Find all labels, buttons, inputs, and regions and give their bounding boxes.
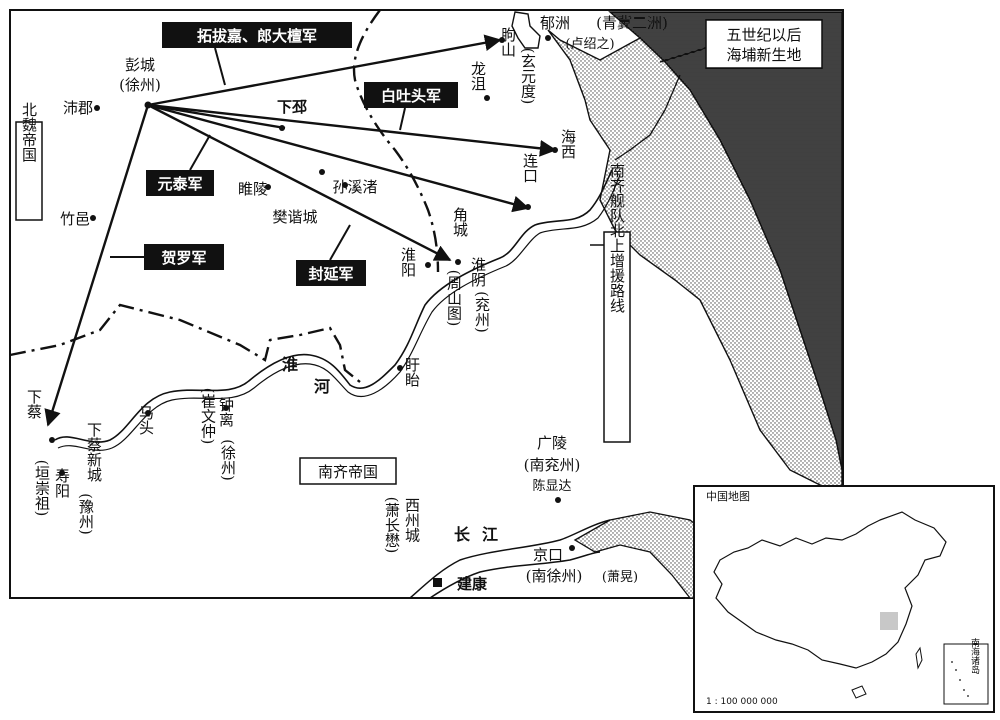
svg-text:寿阳: 寿阳 xyxy=(53,468,71,498)
army-tuoba: 拓拔嘉、郎大檀军 xyxy=(197,27,317,45)
route-to-xiacai xyxy=(44,104,150,427)
route-to-haixi xyxy=(147,103,557,157)
svg-text:河: 河 xyxy=(314,377,330,396)
svg-text:下蔡: 下蔡 xyxy=(25,389,43,419)
beiwei-box xyxy=(15,121,43,221)
svg-text:钟离: 钟离 xyxy=(217,397,235,427)
svg-text:(崔文仲): (崔文仲) xyxy=(199,388,217,445)
hainan-island xyxy=(851,685,867,699)
svg-text:竹邑: 竹邑 xyxy=(60,210,90,228)
navy-route-label: 南齐舰队北上增援路线 xyxy=(608,163,626,313)
svg-text:(南兖州): (南兖州) xyxy=(524,456,581,474)
svg-text:下邳: 下邳 xyxy=(277,98,307,116)
nanqi-label: 南齐帝国 xyxy=(318,463,378,481)
svg-text:连口: 连口 xyxy=(521,153,539,183)
svg-text:(卢绍之): (卢绍之) xyxy=(565,36,614,52)
svg-text:(南徐州): (南徐州) xyxy=(526,567,583,585)
svg-text:(垣崇祖): (垣崇祖) xyxy=(33,460,51,517)
svg-text:下蔡新城: 下蔡新城 xyxy=(85,422,103,483)
svg-text:朐山: 朐山 xyxy=(499,27,517,57)
border-line-north xyxy=(352,9,440,273)
newland-line2: 海埔新生地 xyxy=(726,46,801,64)
svg-text:(青冀二洲): (青冀二洲) xyxy=(596,14,668,32)
svg-text:角城: 角城 xyxy=(451,207,469,238)
region-highlight xyxy=(880,612,898,630)
svg-text:淮阴: 淮阴 xyxy=(469,257,487,288)
svg-text:彭城: 彭城 xyxy=(125,56,155,74)
inset-china-map: 中国地图 南海诸岛 1 : 100 000 000 xyxy=(693,485,995,713)
svg-text:西州城: 西州城 xyxy=(403,498,421,544)
svg-text:1 : 100 000 000: 1 : 100 000 000 xyxy=(706,697,778,707)
river-labels: 淮 河 长 江 xyxy=(282,355,498,544)
army-fengyan: 封延军 xyxy=(308,265,353,283)
taiwan-island xyxy=(915,646,923,670)
city-markers xyxy=(49,35,575,587)
route-to-liankou xyxy=(147,103,530,213)
svg-text:长: 长 xyxy=(454,525,471,544)
army-baitutou: 白吐头军 xyxy=(381,87,441,105)
south-sea-box xyxy=(943,643,989,705)
svg-text:淮: 淮 xyxy=(282,355,298,374)
svg-text:广陵: 广陵 xyxy=(537,434,567,452)
svg-text:睢陵: 睢陵 xyxy=(238,180,268,198)
svg-text:(玄元度): (玄元度) xyxy=(519,48,537,105)
svg-text:(徐州): (徐州) xyxy=(119,76,161,94)
svg-text:郁洲: 郁洲 xyxy=(540,14,570,32)
svg-text:陈显达: 陈显达 xyxy=(532,478,571,494)
border-line-south xyxy=(9,303,361,383)
route-to-jiaocheng xyxy=(147,103,452,262)
svg-text:京口: 京口 xyxy=(533,546,563,564)
newland-box xyxy=(705,19,823,69)
svg-text:孙溪渚: 孙溪渚 xyxy=(332,178,377,196)
svg-text:江: 江 xyxy=(482,525,498,544)
svg-text:沛郡: 沛郡 xyxy=(63,99,93,117)
newland-line1: 五世纪以后 xyxy=(726,26,801,44)
nanqi-box xyxy=(299,457,397,485)
svg-text:(萧长懋): (萧长懋) xyxy=(383,497,401,554)
army-labels: 拓拔嘉、郎大檀军 白吐头军 元泰军 贺罗军 封延军 xyxy=(110,22,458,286)
route-to-xiapi xyxy=(147,103,286,130)
svg-text:(豫州): (豫州) xyxy=(77,493,95,535)
army-heluo: 贺罗军 xyxy=(160,249,206,267)
yangtze-lower-bank xyxy=(429,551,601,599)
svg-text:南海诸岛: 南海诸岛 xyxy=(969,637,980,675)
svg-text:淮阳: 淮阳 xyxy=(399,247,417,277)
svg-text:(兖州): (兖州) xyxy=(473,291,491,333)
svg-text:(徐州): (徐州) xyxy=(219,439,237,481)
svg-text:建康: 建康 xyxy=(457,575,488,593)
yangtze-upper-bank xyxy=(409,519,611,599)
route-to-qushan xyxy=(147,34,502,107)
svg-text:马头: 马头 xyxy=(137,405,155,435)
svg-text:龙沮: 龙沮 xyxy=(469,61,487,91)
huai-river xyxy=(54,169,613,443)
huai-river-bank xyxy=(57,174,621,451)
svg-text:海西: 海西 xyxy=(559,129,577,159)
army-routes xyxy=(44,34,557,427)
new-land-boundary xyxy=(614,74,681,161)
svg-text:(周山图): (周山图) xyxy=(445,270,463,327)
place-labels: 彭城 (徐州) 沛郡 竹邑 下邳 睢陵 樊谐城 孙溪渚 角城 淮阳 淮阴 (周山… xyxy=(25,14,668,593)
svg-text:盱眙: 盱眙 xyxy=(403,357,421,387)
yuzhou-island xyxy=(511,11,541,49)
navy-route-box xyxy=(603,231,631,443)
beiwei-label: 北魏帝国 xyxy=(20,102,38,162)
svg-text:中国地图: 中国地图 xyxy=(706,490,750,503)
svg-text:樊谐城: 樊谐城 xyxy=(272,208,317,226)
svg-text:(萧晃): (萧晃) xyxy=(602,570,638,585)
army-yuantai: 元泰军 xyxy=(157,175,202,193)
